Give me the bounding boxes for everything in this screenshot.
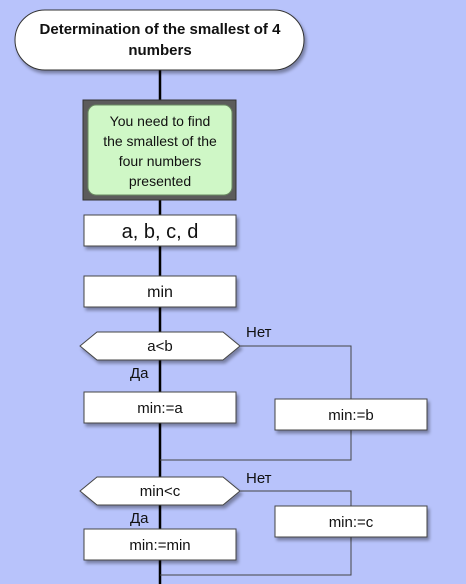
decision1-yes-action-text: min:=a: [137, 400, 183, 417]
decision2-no-action-text: min:=c: [329, 514, 374, 531]
comment-block: You need to find the smallest of the fou…: [82, 99, 237, 201]
init-variable: min: [147, 284, 173, 301]
decision1-no-action: min:=b: [274, 398, 428, 431]
comment-line-3: four numbers: [119, 153, 201, 169]
decision2-no-action: min:=c: [274, 505, 428, 538]
decision1: a<b: [79, 331, 241, 361]
decision2-yes-action-text: min:=min: [129, 537, 190, 554]
decision2-yes-action: min:=min: [83, 528, 237, 561]
decision1-no-action-text: min:=b: [328, 407, 373, 424]
decision1-yes-action: min:=a: [83, 391, 237, 424]
decision1-merge-line: [160, 430, 352, 461]
title-line-1: Determination of the smallest of 4: [40, 21, 282, 38]
init-block: min: [83, 275, 237, 308]
decision2: min<c: [79, 476, 241, 506]
comment-line-1: You need to find: [110, 113, 211, 129]
input-variables: a, b, c, d: [122, 221, 199, 243]
title-line-2: numbers: [128, 42, 191, 59]
decision2-no-branch-line: [240, 490, 352, 506]
start-terminator: Determination of the smallest of 4 numbe…: [14, 9, 305, 71]
decision2-condition: min<c: [140, 483, 181, 500]
decision2-merge-line: [160, 537, 352, 576]
decision1-yes-label: Да: [130, 365, 149, 382]
decision1-no-branch-line: [240, 345, 352, 399]
decision2-no-label: Нет: [246, 470, 272, 487]
comment-line-4: presented: [129, 173, 191, 189]
decision1-condition: a<b: [147, 338, 172, 355]
input-block: a, b, c, d: [83, 214, 237, 247]
decision1-no-label: Нет: [246, 324, 272, 341]
comment-line-2: the smallest of the: [103, 133, 217, 149]
decision2-yes-label: Да: [130, 510, 149, 527]
